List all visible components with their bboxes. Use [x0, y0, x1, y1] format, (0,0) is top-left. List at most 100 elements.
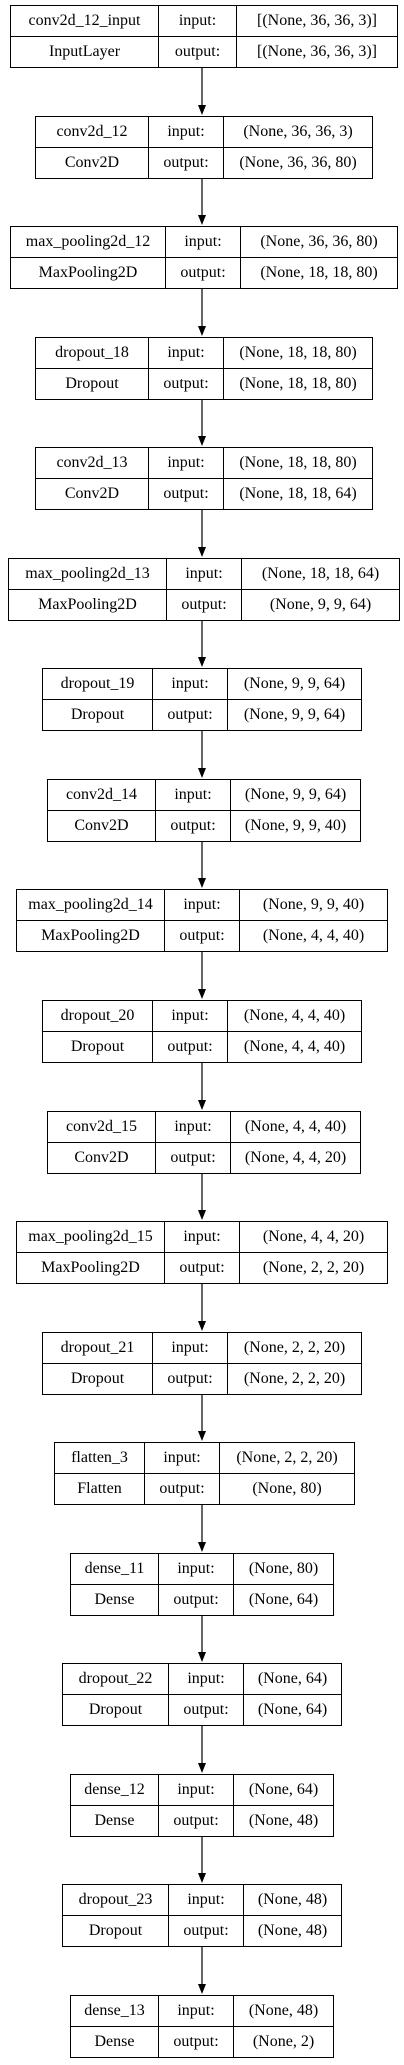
input-label: input: [153, 1001, 228, 1032]
arrow-head [198, 436, 206, 446]
arrow-head [198, 547, 206, 557]
input-label: input: [156, 780, 231, 811]
output-label: output: [169, 1694, 244, 1725]
input-shape: (None, 36, 36, 3) [224, 117, 372, 148]
layer-name: dropout_23 [63, 1885, 169, 1916]
layer-type: Flatten [55, 1473, 145, 1504]
output-shape: (None, 36, 36, 80) [239, 153, 357, 171]
input-label: input: [169, 1664, 244, 1695]
layer-name: dropout_19 [43, 669, 153, 700]
layer-name: conv2d_14 [48, 780, 156, 811]
input-label: input: [149, 117, 224, 148]
output-label: output: [159, 1584, 234, 1615]
layer-name: max_pooling2d_12 [11, 227, 166, 258]
arrow-head [198, 878, 206, 888]
output-shape: (None, 64) [248, 1590, 319, 1608]
output-shape: (None, 9, 9, 64) [243, 705, 346, 723]
layer-type: Dropout [43, 699, 153, 730]
layer-type: MaxPooling2D [9, 589, 167, 620]
input-label: input: [156, 1112, 231, 1143]
input-label: input: [159, 6, 237, 37]
layer-type: Dropout [63, 1694, 169, 1725]
output-shape: (None, 80) [252, 1479, 322, 1497]
output-label: output: [166, 257, 241, 288]
layer-type: Conv2D [48, 1142, 156, 1173]
arrow-head [198, 1321, 206, 1331]
input-shape: (None, 18, 18, 80) [224, 448, 372, 479]
layer-type: Dropout [36, 368, 149, 399]
layer-name: max_pooling2d_14 [17, 890, 165, 921]
arrow-head [198, 1984, 206, 1994]
layer-name: dropout_20 [43, 1001, 153, 1032]
output-shape: (None, 2, 2, 20) [243, 1369, 346, 1387]
input-label: input: [165, 890, 240, 921]
layer-name: conv2d_12 [36, 117, 149, 148]
input-label: input: [159, 1775, 234, 1806]
output-shape: (None, 4, 4, 40) [243, 1037, 346, 1055]
layer-name: dense_11 [71, 1554, 159, 1585]
arrow-head [198, 1100, 206, 1110]
input-label: input: [166, 227, 241, 258]
arrow-head [198, 326, 206, 336]
arrow-head [198, 768, 206, 778]
output-label: output: [169, 1915, 244, 1946]
layer-type: Conv2D [48, 810, 156, 841]
input-shape: (None, 4, 4, 20) [240, 1222, 387, 1253]
layer-name: flatten_3 [55, 1443, 145, 1474]
input-shape: (None, 18, 18, 64) [242, 559, 399, 590]
input-shape: (None, 64) [244, 1664, 341, 1695]
input-shape: (None, 2, 2, 20) [228, 1333, 361, 1364]
output-shape: (None, 18, 18, 80) [239, 374, 357, 392]
arrow-head [198, 105, 206, 115]
output-label: output: [167, 589, 242, 620]
layer-type: Dropout [43, 1031, 153, 1062]
input-shape: (None, 2, 2, 20) [220, 1443, 354, 1474]
input-label: input: [169, 1885, 244, 1916]
output-label: output: [145, 1473, 220, 1504]
output-shape: [(None, 36, 36, 3)] [257, 42, 377, 60]
output-shape: (None, 64) [257, 1700, 328, 1718]
input-label: input: [165, 1222, 240, 1253]
input-shape: [(None, 36, 36, 3)] [237, 6, 397, 37]
arrow-head [198, 1873, 206, 1883]
input-label: input: [167, 559, 242, 590]
input-label: input: [153, 669, 228, 700]
input-label: input: [159, 1996, 234, 2027]
layer-type: Dropout [43, 1363, 153, 1394]
input-label: input: [145, 1443, 220, 1474]
input-shape: (None, 4, 4, 40) [228, 1001, 361, 1032]
layer-name: dense_13 [71, 1996, 159, 2027]
output-label: output: [153, 1031, 228, 1062]
input-shape: (None, 48) [234, 1996, 333, 2027]
arrow-head [198, 1210, 206, 1220]
arrow-head [198, 989, 206, 999]
layer-type: Dense [71, 1805, 159, 1836]
output-label: output: [156, 810, 231, 841]
input-shape: (None, 4, 4, 40) [231, 1112, 360, 1143]
input-label: input: [153, 1333, 228, 1364]
layer-type: Dense [71, 2026, 159, 2057]
input-shape: (None, 64) [234, 1775, 333, 1806]
arrow-head [198, 1431, 206, 1441]
output-label: output: [153, 1363, 228, 1394]
layer-name: dropout_18 [36, 338, 149, 369]
input-label: input: [149, 448, 224, 479]
layer-name: max_pooling2d_15 [17, 1222, 165, 1253]
layer-name: dropout_21 [43, 1333, 153, 1364]
arrow-head [198, 1763, 206, 1773]
input-label: input: [159, 1554, 234, 1585]
output-label: output: [159, 2026, 234, 2057]
input-shape: (None, 9, 9, 64) [231, 780, 360, 811]
